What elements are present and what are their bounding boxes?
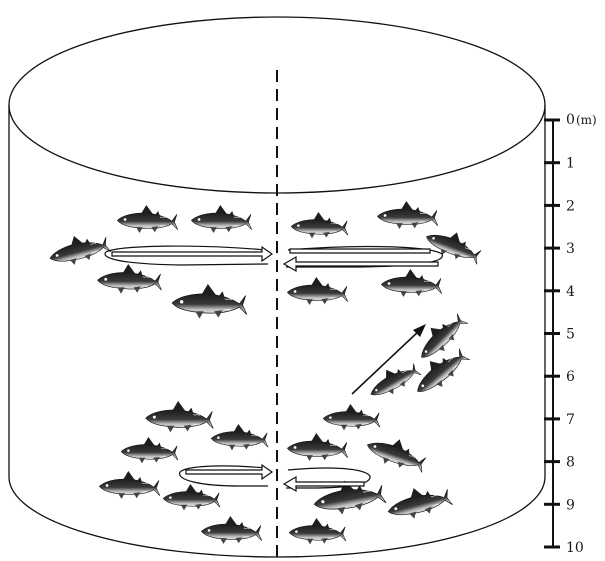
tuna-fish-icon [121,437,178,463]
tuna-fish-icon [287,277,347,305]
depth-tick-label: 10 [566,540,584,556]
upper-circulation-arrows [105,246,442,271]
tuna-fish-icon [364,356,422,404]
tuna-fish-icon [311,474,387,519]
tuna-fish-icon [211,424,268,450]
tuna-fish-icon [377,201,437,229]
tuna-fish-icon [291,212,348,238]
tuna-fish-icon [46,228,112,271]
depth-tick-label: 4 [566,284,575,300]
tuna-fish-icon [117,205,177,233]
tuna-fish-icon [146,401,213,432]
depth-tick-label: 3 [566,241,575,257]
depth-tick-label: 0 [566,112,575,128]
tuna-fish-icon [384,479,453,524]
rising-fish-group [352,307,472,404]
tuna-fish-icon [98,264,162,294]
tuna-fish-icon [191,205,251,233]
upper-fish-school [46,201,485,319]
tuna-fish-icon [172,284,247,319]
tuna-fish-icon [99,471,159,499]
tuna-fish-icon [287,433,347,461]
depth-tick-label: 6 [566,369,575,385]
depth-tick-label: 8 [566,455,575,471]
tuna-fish-icon [422,223,484,267]
depth-scale: 0(m) 1 2 3 4 5 6 7 8 9 10 [544,112,597,556]
swim-direction-arrow-icon [290,249,430,253]
swim-direction-arrow-icon [284,257,438,271]
tuna-fish-icon [381,269,441,297]
depth-tick-label: 2 [566,198,575,214]
tuna-fish-icon [363,430,429,475]
depth-unit-label: (m) [576,113,597,127]
tuna-fish-icon [289,518,346,544]
depth-tick-label: 7 [566,412,575,428]
tuna-fish-icon [163,484,220,510]
depth-tick-label: 1 [566,156,575,172]
tuna-fish-icon [408,341,472,401]
swim-loop-left-lower [180,466,268,486]
tuna-fish-icon [201,516,261,544]
lower-circulation-arrows [180,465,371,491]
tuna-fish-icon [323,404,380,430]
depth-tick-label: 5 [566,327,575,343]
depth-tick-label: 9 [566,497,575,513]
